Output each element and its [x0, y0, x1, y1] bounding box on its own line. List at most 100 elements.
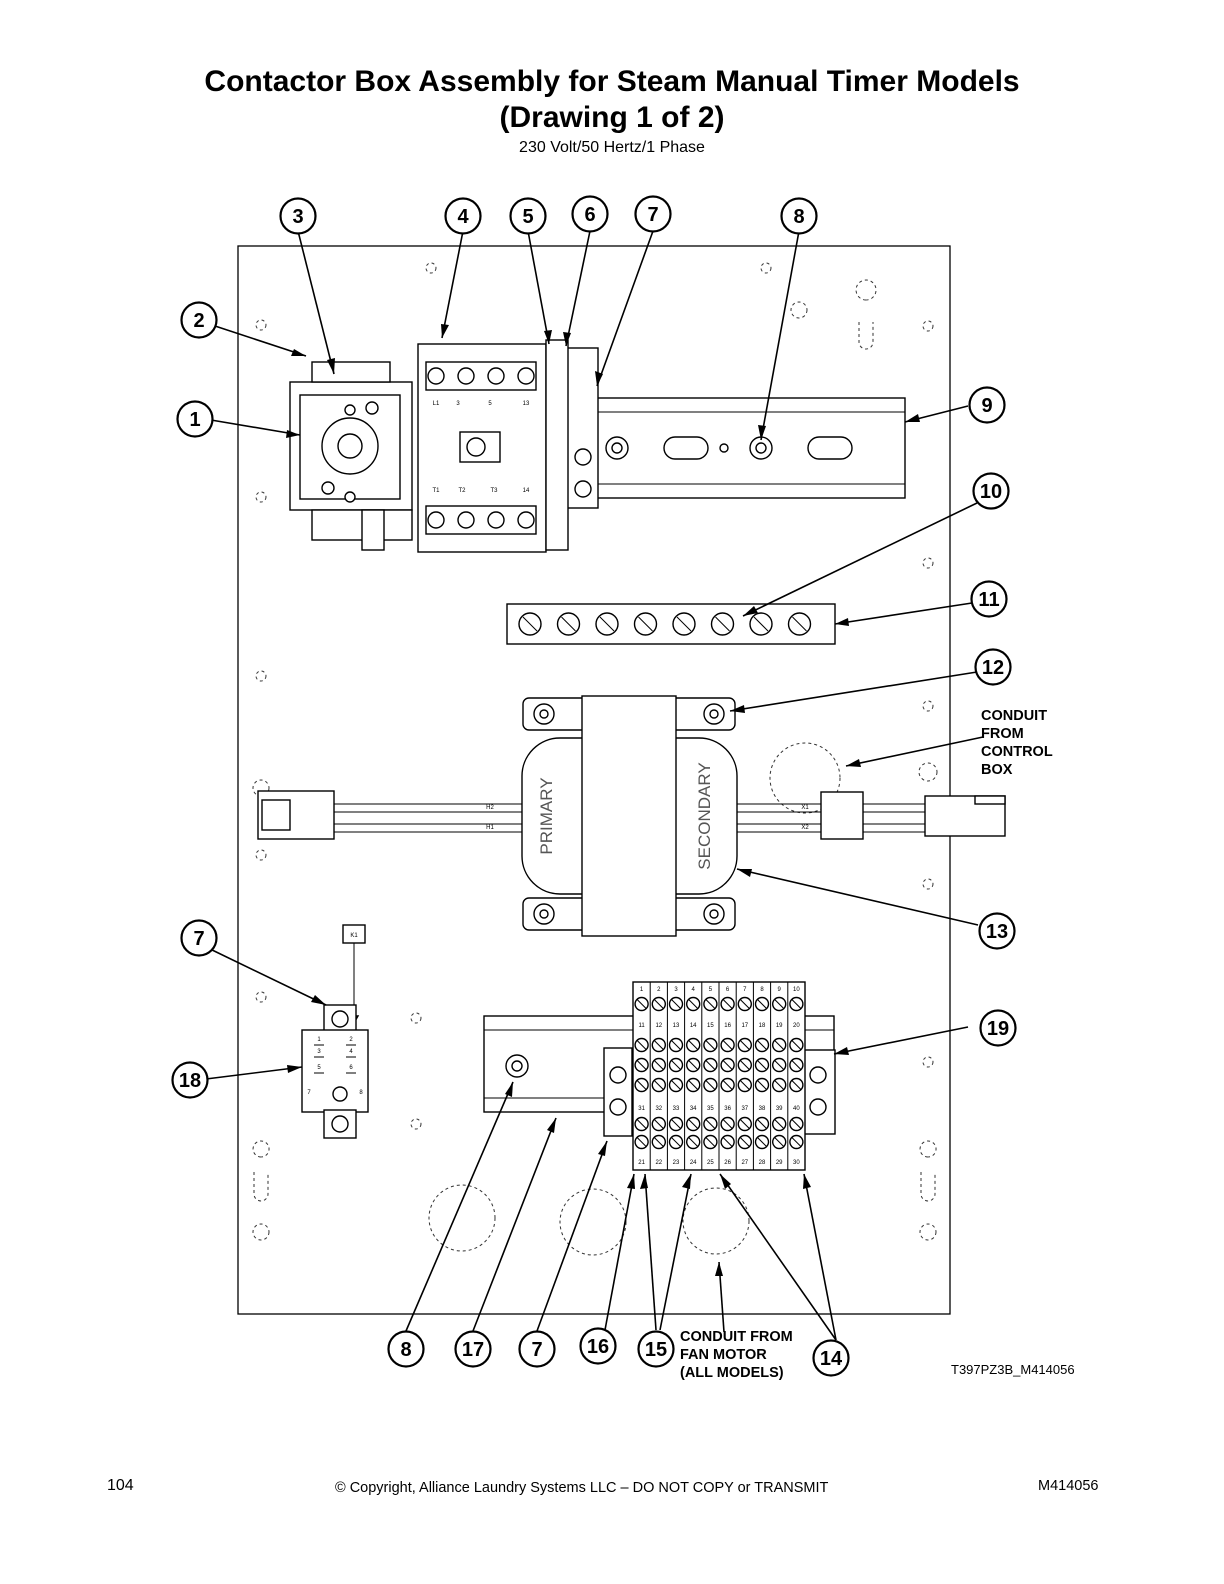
relay-pin-label: 5	[317, 1065, 321, 1071]
note-conduit-control-box: CONDUIT FROM CONTROL BOX	[981, 708, 1053, 778]
callout-number: 1	[189, 409, 200, 431]
terminal-number: 40	[793, 1106, 800, 1112]
contactor-label-14: 14	[523, 488, 530, 494]
lead-h2: H2	[486, 805, 494, 811]
callout-number: 8	[793, 206, 804, 228]
contactor-label-l1: L1	[433, 401, 440, 407]
callout-5: 5	[509, 197, 547, 235]
overload-relay	[289, 361, 413, 551]
terminal-number: 38	[759, 1106, 766, 1112]
callout-8: 8	[780, 197, 818, 235]
callout-12: 12	[974, 648, 1012, 686]
transformer: PRIMARY SECONDARY	[521, 695, 738, 937]
terminal-number: 28	[759, 1160, 766, 1166]
terminal-number: 27	[741, 1160, 748, 1166]
callout-number: 10	[980, 481, 1002, 503]
terminal-number: 19	[776, 1023, 783, 1029]
contactor-label-t2: T2	[458, 488, 466, 494]
callout-1: 1	[176, 400, 214, 438]
terminal-number: 15	[707, 1023, 714, 1029]
callout-number: 17	[462, 1339, 484, 1361]
relay-label: K1	[350, 933, 358, 939]
terminal-number: 18	[759, 1023, 766, 1029]
callout-number: 7	[531, 1339, 542, 1361]
terminal-number: 30	[793, 1160, 800, 1166]
callout-number: 3	[292, 206, 303, 228]
terminal-number: 6	[726, 987, 730, 993]
callout-number: 5	[522, 206, 533, 228]
terminal-number: 13	[673, 1023, 680, 1029]
callout-18: 18	[171, 1061, 209, 1099]
secondary-label: SECONDARY	[695, 762, 714, 869]
relay-pin-label: 8	[359, 1090, 363, 1096]
callout-17: 17	[454, 1330, 492, 1368]
callout-14: 14	[812, 1339, 850, 1377]
callout-number: 11	[978, 589, 999, 611]
callout-11: 11	[970, 580, 1008, 618]
end-clamp	[565, 347, 599, 509]
callout-number: 12	[982, 657, 1004, 679]
ground-bar	[506, 603, 836, 645]
relay-pin-label: 4	[349, 1049, 353, 1055]
callout-19: 19	[979, 1009, 1017, 1047]
terminal-number: 23	[673, 1160, 680, 1166]
terminal-number: 24	[690, 1160, 697, 1166]
terminal-number: 16	[724, 1023, 731, 1029]
drawing-number: T397PZ3B_M414056	[951, 1362, 1075, 1377]
callout-16: 16	[579, 1327, 617, 1365]
upper-din-rail	[539, 397, 906, 499]
callout-4: 4	[444, 197, 482, 235]
mounting-panel	[237, 245, 951, 1315]
callout-number: 4	[457, 206, 469, 228]
callout-number: 7	[193, 928, 204, 950]
leader-lines	[205, 230, 984, 1341]
callout-7: 7	[634, 195, 672, 233]
contactor-label-13: 13	[523, 401, 530, 407]
terminal-number: 5	[709, 987, 713, 993]
terminal-number: 34	[690, 1106, 697, 1112]
relay-pin-label: 7	[307, 1090, 311, 1096]
terminal-number: 9	[778, 987, 782, 993]
copyright-notice: © Copyright, Alliance Laundry Systems LL…	[335, 1480, 829, 1496]
terminal-number: 8	[760, 987, 764, 993]
relay-pin-label: 3	[317, 1049, 321, 1055]
callout-number: 15	[645, 1339, 667, 1361]
terminal-number: 11	[638, 1023, 645, 1029]
terminal-number: 35	[707, 1106, 714, 1112]
terminal-number: 39	[776, 1106, 783, 1112]
relay-pin-label: 2	[349, 1037, 353, 1043]
page-title: Contactor Box Assembly for Steam Manual …	[204, 65, 1020, 98]
callout-10: 10	[972, 472, 1010, 510]
relay-pin-label: 6	[349, 1065, 353, 1071]
lead-x2: X2	[801, 825, 809, 831]
terminal-number: 14	[690, 1023, 697, 1029]
contactor-label-5: 5	[488, 401, 492, 407]
page-subtitle-drawing: (Drawing 1 of 2)	[499, 101, 725, 134]
terminal-number: 3	[674, 987, 678, 993]
callout-6: 6	[571, 195, 609, 233]
callout-number: 6	[584, 204, 595, 226]
callout-3: 3	[279, 197, 317, 235]
callout-8: 8	[387, 1330, 425, 1368]
callout-15: 15	[637, 1330, 675, 1368]
contactor: L1 3 5 13 T1 T2 T3 14	[417, 343, 547, 553]
terminal-number: 29	[776, 1160, 783, 1166]
terminal-number: 12	[655, 1023, 662, 1029]
terminal-number: 1	[640, 987, 644, 993]
auxiliary-block	[545, 339, 569, 551]
contactor-label-t1: T1	[432, 488, 440, 494]
leader-arrowheads	[286, 324, 920, 1276]
terminal-number: 21	[638, 1160, 645, 1166]
callout-number: 9	[981, 395, 992, 417]
terminal-number: 20	[793, 1023, 800, 1029]
terminal-number: 31	[638, 1106, 645, 1112]
note-conduit-fan-motor: CONDUIT FROM FAN MOTOR (ALL MODELS)	[680, 1329, 793, 1381]
callout-number: 18	[179, 1070, 201, 1092]
callout-number: 13	[986, 921, 1008, 943]
terminal-number: 37	[741, 1106, 748, 1112]
primary-label: PRIMARY	[537, 777, 556, 854]
